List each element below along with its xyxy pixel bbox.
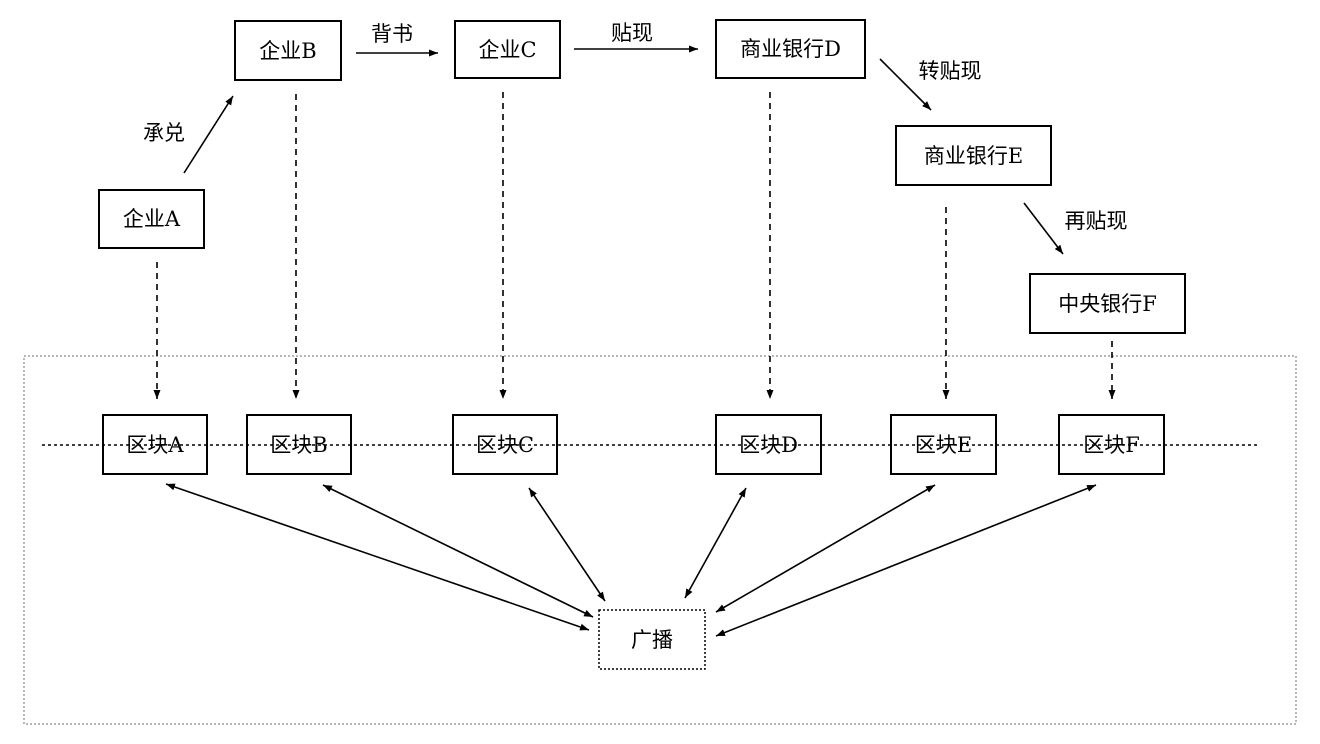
node-enterprise-a: 企业A	[98, 189, 205, 249]
arrow-accept	[183, 95, 234, 174]
node-commercial-bank-d-label: 商业银行D	[740, 37, 841, 61]
label-discount: 贴现	[611, 21, 653, 45]
label-rediscount: 再贴现	[1065, 209, 1128, 233]
label-endorse: 背书	[371, 22, 413, 46]
node-enterprise-c-label: 企业C	[478, 38, 536, 62]
node-commercial-bank-e: 商业银行E	[895, 125, 1052, 186]
broadcast-node: 广播	[598, 609, 706, 670]
node-enterprise-b: 企业B	[234, 20, 342, 81]
label-rediscount-transfer: 转贴现	[919, 59, 982, 83]
node-commercial-bank-d: 商业银行D	[715, 19, 866, 79]
node-enterprise-b-label: 企业B	[259, 39, 316, 63]
arrow-rediscount-transfer	[879, 58, 932, 111]
node-enterprise-c: 企业C	[454, 20, 561, 79]
label-accept: 承兑	[143, 121, 185, 145]
arrow-rediscount	[1023, 202, 1064, 255]
broadcast-arrow-a	[165, 483, 590, 631]
block-b: 区块B	[246, 414, 352, 475]
node-enterprise-a-label: 企业A	[123, 207, 181, 231]
broadcast-arrow-f	[715, 484, 1097, 637]
node-central-bank-f: 中央银行F	[1029, 273, 1186, 334]
node-central-bank-f-label: 中央银行F	[1058, 292, 1157, 316]
blockchain-network-frame	[23, 355, 1297, 725]
broadcast-label: 广播	[631, 628, 673, 652]
node-commercial-bank-e-label: 商业银行E	[924, 144, 1023, 168]
broadcast-arrow-d	[684, 487, 747, 599]
broadcast-arrow-c	[528, 487, 606, 602]
block-a: 区块A	[102, 414, 208, 475]
broadcast-arrow-b	[322, 484, 594, 618]
